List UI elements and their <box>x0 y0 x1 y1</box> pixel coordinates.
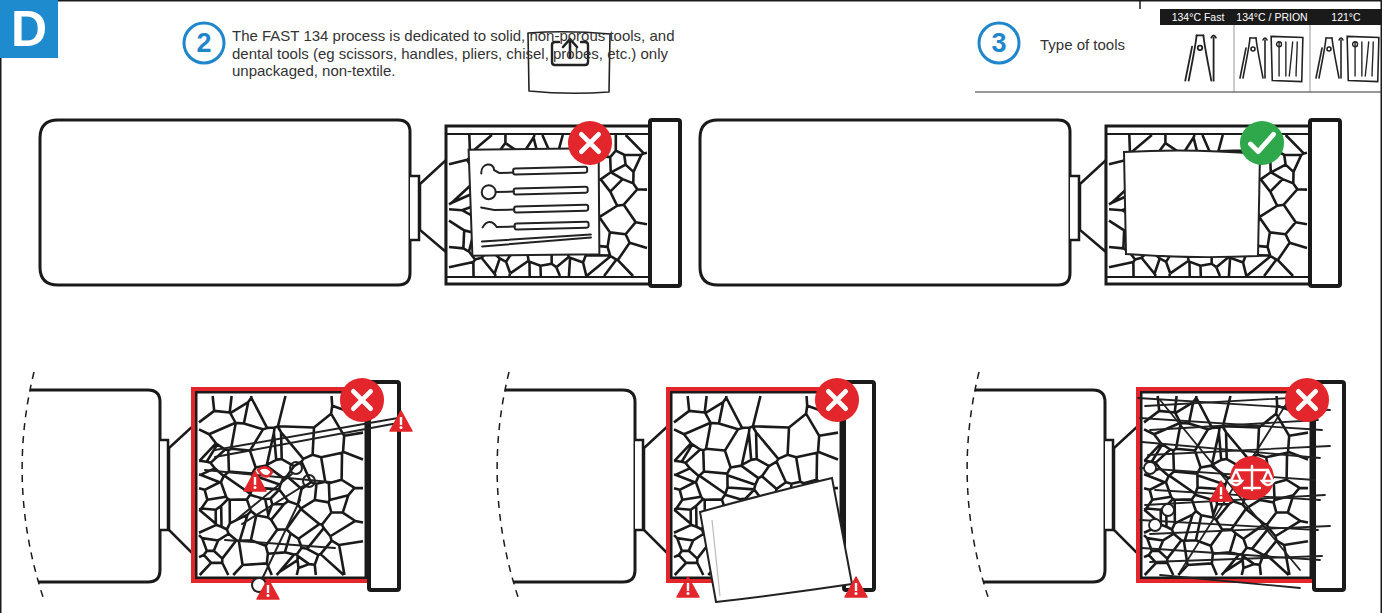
circle-shape <box>979 23 1019 63</box>
step-number-circle: 2 <box>182 21 226 65</box>
table-header: 134°C / PRION <box>1234 11 1310 23</box>
tools-table <box>975 9 1382 92</box>
autoclave-overload-wrong <box>967 372 1344 600</box>
step-number: 2 <box>196 30 211 57</box>
section-letter-box: D <box>0 0 58 58</box>
section-letter: D <box>11 4 47 54</box>
autoclave-pouch-overhang-wrong <box>497 372 874 602</box>
autoclave-overhang-wrong <box>22 372 412 600</box>
autoclave-correct <box>700 120 1340 286</box>
table-header: 134°C Fast <box>1162 11 1234 23</box>
overload-badge <box>1230 456 1274 500</box>
step-number: 3 <box>991 30 1006 57</box>
instruction-note: The FAST 134 process is dedicated to sol… <box>232 27 712 80</box>
step-number-circle: 3 <box>977 21 1021 65</box>
circle-shape <box>184 23 224 63</box>
table-header: 121°C <box>1310 11 1382 23</box>
autoclave-packaged-wrong <box>40 120 680 286</box>
row-heading: Type of tools <box>1040 36 1155 54</box>
